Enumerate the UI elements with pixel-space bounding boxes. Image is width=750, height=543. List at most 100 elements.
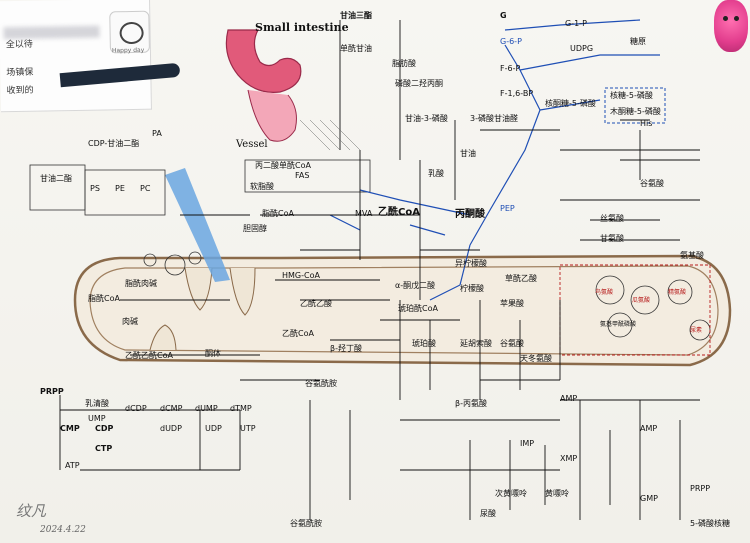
- label-cdp: CDP: [95, 424, 114, 433]
- toy-eye-icon: [734, 16, 739, 21]
- sticker-line-3: 收到的: [6, 85, 34, 97]
- label-serine: 丝氨酸: [600, 214, 624, 223]
- label-xmp: XMP: [560, 454, 578, 463]
- label-dcdp: dCDP: [125, 404, 147, 413]
- label-pep: PEP: [500, 204, 515, 213]
- label-atp: ATP: [65, 461, 80, 470]
- label-glycogen: 糖原: [630, 37, 646, 46]
- label-dag: 甘油二酯: [40, 174, 72, 183]
- label-malonyl-coa: 丙二酸单酰CoA: [255, 161, 311, 170]
- label-cmp: CMP: [60, 424, 80, 433]
- label-fatty-acyl-coa-mito: 脂酰CoA: [88, 294, 120, 303]
- label-glutamine: 谷氨酰胺: [305, 379, 337, 388]
- fas-box: [244, 159, 371, 193]
- pink-toy-icon: [714, 0, 748, 52]
- label-monoglyceride: 单酰甘油: [340, 44, 372, 53]
- small-intestine-shape: [225, 29, 302, 93]
- label-urea: 尿素: [690, 327, 703, 334]
- label-malate: 苹果酸: [500, 299, 524, 308]
- label-glutamate-top: 谷氨酸: [640, 179, 664, 188]
- label-citrate: 柠檬酸: [460, 284, 484, 293]
- label-ribose-5p-bottom: 5-磷酸核糖: [690, 519, 730, 528]
- label-ps: PS: [90, 184, 100, 193]
- label-succinate: 琥珀酸: [412, 339, 436, 348]
- label-isocitrate: 异柠檬酸: [455, 259, 487, 268]
- signature: 纹凡: [16, 502, 47, 520]
- label-aspartate: 天冬氨酸: [520, 354, 552, 363]
- label-pe: PE: [115, 184, 125, 193]
- label-pc: PC: [140, 184, 151, 193]
- label-lactate: 乳酸: [428, 169, 444, 178]
- label-xylulose-5p: 木酮糖-5-磷酸: [610, 107, 661, 116]
- label-cholesterol: 胆固醇: [243, 224, 267, 233]
- label-akg: α-酮戊二酸: [395, 281, 436, 290]
- label-dump: dUMP: [195, 404, 218, 413]
- label-g6p: G-6-P: [500, 37, 522, 46]
- label-f16bp: F-1,6-BP: [500, 89, 534, 98]
- label-udp: UDP: [205, 424, 222, 433]
- label-utp: UTP: [240, 424, 256, 433]
- label-citrulline: 瓜氨酸: [632, 297, 651, 304]
- label-acetoacetate: 乙酰乙酸: [300, 299, 332, 308]
- label-g3p: 3-磷酸甘油醛: [470, 114, 518, 123]
- label-carnitine: 肉碱: [122, 317, 138, 326]
- avatar-label: Happy day: [111, 46, 145, 55]
- label-dtmp: dTMP: [230, 404, 252, 413]
- label-glutamine-bottom: 谷氨酰胺: [290, 519, 322, 528]
- toy-eye-icon: [723, 16, 728, 21]
- label-glycerol: 甘油: [460, 149, 476, 158]
- label-xanthine: 黄嘌呤: [545, 489, 569, 498]
- left-rect-small: [29, 164, 86, 211]
- left-phospholipid-box: [84, 169, 166, 216]
- label-ctp: CTP: [95, 444, 113, 453]
- label-fatty-acid-top: 脂肪酸: [392, 59, 416, 68]
- label-pyruvate: 丙酮酸: [455, 209, 485, 220]
- label-arginine: 精氨酸: [668, 289, 687, 296]
- label-prpp-right: PRPP: [690, 484, 711, 493]
- label-glutamate: 谷氨酸: [500, 339, 524, 348]
- label-oxaloacetate: 草酰乙酸: [505, 274, 537, 283]
- label-prpp: PRPP: [40, 387, 64, 396]
- label-fumarate: 延胡索酸: [460, 339, 492, 348]
- sticker-line-2: 场镇保: [6, 67, 34, 79]
- blue-dashed-box: [604, 87, 666, 124]
- crista-3: [149, 324, 177, 351]
- label-udpg: UDPG: [570, 44, 594, 53]
- label-glycerol-triester: 甘油三酯: [340, 11, 372, 20]
- label-dcmp: dCMP: [160, 404, 183, 413]
- intestine-villi: [247, 89, 297, 142]
- label-acetyl-coa: 乙酰CoA: [378, 207, 420, 218]
- right-cycles: [595, 275, 711, 341]
- sticker-blur: [3, 25, 100, 40]
- vessel-hatch: [299, 119, 361, 151]
- label-carbamoyl-p: 氨基甲酰磷酸: [600, 321, 637, 328]
- label-uric-acid: 尿酸: [480, 509, 496, 518]
- label-g1p: G-1-P: [565, 19, 587, 28]
- crista-1: [184, 267, 213, 311]
- label-acetoacetyl-coa: 乙酰乙酰CoA: [125, 351, 173, 360]
- label-orotate: 乳清酸: [85, 399, 109, 408]
- crista-2: [229, 267, 256, 316]
- label-gmp: GMP: [640, 494, 658, 503]
- label-ribose-5p: 核糖-5-磷酸: [610, 91, 653, 100]
- label-glycine: 甘氨酸: [600, 234, 624, 243]
- label-ornithine: 鸟氨酸: [595, 289, 614, 296]
- label-ketone: 酮体: [205, 349, 221, 358]
- label-fatty-acyl-coa: 脂酰CoA: [262, 209, 294, 218]
- membrane-cluster: [143, 251, 202, 276]
- label-f6p: F-6-P: [500, 64, 521, 73]
- label-beta-alanine: β-丙氨酸: [455, 399, 487, 408]
- label-hypoxanthine: 次黄嘌呤: [495, 489, 527, 498]
- date-text: 2024.4.22: [40, 525, 86, 535]
- label-amp-right: AMP: [640, 424, 658, 433]
- label-acyl-carnitine: 脂酰肉碱: [125, 279, 157, 288]
- vessel-title: Vessel: [236, 139, 268, 150]
- label-amp: AMP: [560, 394, 578, 403]
- label-aa-pool: 氨基酸: [680, 251, 704, 260]
- label-beta-hydroxybutyrate: β-羟丁酸: [330, 344, 362, 353]
- label-acetyl-coa-mito: 乙酰CoA: [282, 329, 314, 338]
- label-ump: UMP: [88, 414, 106, 423]
- label-succinyl-coa: 琥珀酰CoA: [398, 304, 438, 313]
- label-fas: FAS: [295, 171, 310, 180]
